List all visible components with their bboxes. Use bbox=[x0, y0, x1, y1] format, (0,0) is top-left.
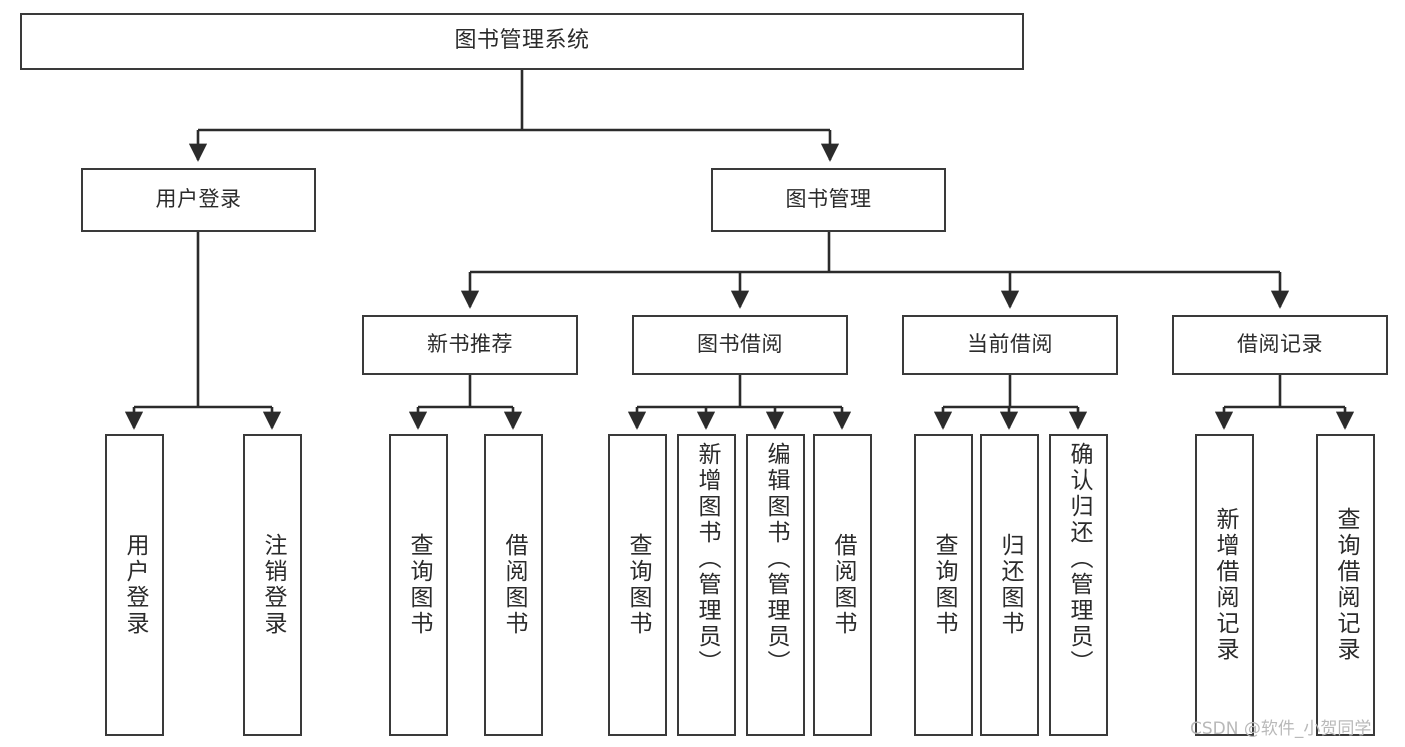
node-label: 新书推荐 bbox=[427, 332, 513, 357]
edges-root-to-level2 bbox=[188, 70, 840, 162]
node-label: 查询图书 bbox=[625, 533, 651, 637]
node-label: 用户登录 bbox=[155, 187, 242, 212]
node-leaf-add-record[interactable]: 新增借阅记录 bbox=[1195, 434, 1254, 736]
node-user-login[interactable]: 用户登录 bbox=[81, 168, 316, 232]
node-label: 借阅图书 bbox=[501, 533, 527, 637]
node-root-system[interactable]: 图书管理系统 bbox=[20, 13, 1024, 70]
node-leaf-query-record[interactable]: 查询借阅记录 bbox=[1316, 434, 1375, 736]
node-leaf-edit-book[interactable]: 编辑图书（管理员） bbox=[746, 434, 805, 736]
csdn-watermark: CSDN @软件_小贺同学 bbox=[1190, 719, 1372, 739]
node-label: 当前借阅 bbox=[967, 332, 1053, 357]
node-label: 用户登录 bbox=[122, 533, 148, 637]
node-leaf-user-logout[interactable]: 注销登录 bbox=[243, 434, 302, 736]
node-leaf-cur-query-book[interactable]: 查询图书 bbox=[914, 434, 973, 736]
node-label: 图书借阅 bbox=[697, 332, 783, 357]
node-label: 查询图书 bbox=[406, 533, 432, 637]
edges-bookborrow-to-leaves bbox=[627, 375, 852, 430]
node-label: 查询借阅记录 bbox=[1333, 507, 1359, 663]
node-label: 注销登录 bbox=[260, 533, 286, 637]
edges-borrowrecord-to-leaves bbox=[1214, 375, 1355, 430]
edges-newbookrec-to-leaves bbox=[408, 375, 523, 430]
node-book-borrow[interactable]: 图书借阅 bbox=[632, 315, 848, 375]
edges-userlogin-to-leaves bbox=[124, 232, 282, 430]
node-label: 编辑图书（管理员） bbox=[763, 442, 789, 676]
node-leaf-borrow-query-book[interactable]: 查询图书 bbox=[608, 434, 667, 736]
node-label: 确认归还（管理员） bbox=[1066, 442, 1092, 676]
node-leaf-add-book[interactable]: 新增图书（管理员） bbox=[677, 434, 736, 736]
node-leaf-rec-query-book[interactable]: 查询图书 bbox=[389, 434, 448, 736]
node-label: 归还图书 bbox=[997, 533, 1023, 637]
node-leaf-confirm-return[interactable]: 确认归还（管理员） bbox=[1049, 434, 1108, 736]
node-label: 查询图书 bbox=[931, 533, 957, 637]
node-current-borrow[interactable]: 当前借阅 bbox=[902, 315, 1118, 375]
node-leaf-borrow-book[interactable]: 借阅图书 bbox=[813, 434, 872, 736]
node-label: 图书管理 bbox=[785, 187, 872, 212]
edges-bookmanage-to-level3 bbox=[460, 232, 1290, 309]
node-book-manage[interactable]: 图书管理 bbox=[711, 168, 946, 232]
edges-currentborrow-to-leaves bbox=[933, 375, 1088, 430]
node-leaf-rec-borrow-book[interactable]: 借阅图书 bbox=[484, 434, 543, 736]
node-leaf-return-book[interactable]: 归还图书 bbox=[980, 434, 1039, 736]
node-label: 借阅图书 bbox=[830, 533, 856, 637]
node-label: 借阅记录 bbox=[1237, 332, 1323, 357]
node-new-book-rec[interactable]: 新书推荐 bbox=[362, 315, 578, 375]
node-leaf-user-login[interactable]: 用户登录 bbox=[105, 434, 164, 736]
node-label: 新增借阅记录 bbox=[1212, 507, 1238, 663]
node-label: 图书管理系统 bbox=[454, 28, 590, 54]
node-label: 新增图书（管理员） bbox=[694, 442, 720, 676]
node-borrow-record[interactable]: 借阅记录 bbox=[1172, 315, 1388, 375]
